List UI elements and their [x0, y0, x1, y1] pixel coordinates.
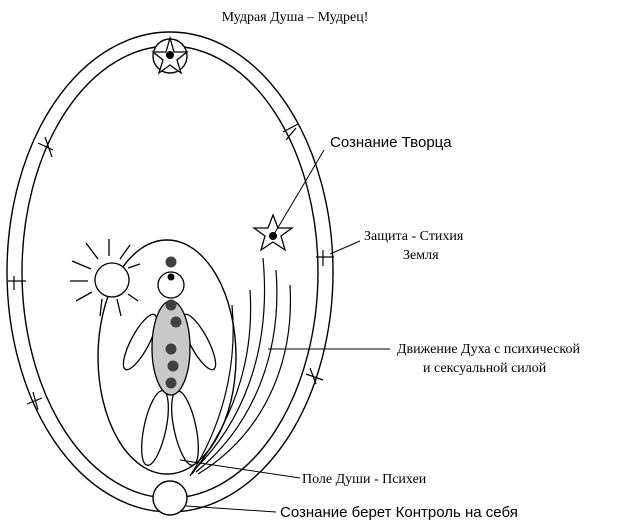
creator-label: Сознание Творца: [330, 134, 452, 151]
top-pentagram-dot: [166, 51, 174, 59]
root-dot: [165, 377, 177, 389]
sacral-dot: [167, 360, 179, 372]
spirit-movement-curves: [189, 257, 292, 477]
soul-field-ellipse: [97, 239, 237, 475]
heart-dot: [170, 316, 182, 328]
sun-icon: [70, 239, 141, 317]
left-arm: [122, 313, 158, 371]
title-label: Мудрая Душа – Мудрец!: [222, 10, 369, 25]
soul-field-label: Поле Души - Психеи: [302, 472, 427, 487]
crown-dot: [165, 256, 177, 268]
chakra-dots: [165, 256, 182, 389]
protection-label-line1: Защита - Стихия: [364, 229, 464, 244]
left-leg: [141, 390, 169, 466]
bottom-circle: [152, 480, 188, 516]
protection-label-line2: Земля: [403, 248, 439, 263]
spirit-label-line1: Движение Духа с психической: [397, 342, 580, 357]
ring-ticks: [8, 123, 334, 411]
figure-head: [157, 271, 185, 299]
third-eye-dot: [167, 273, 175, 281]
spirit-label-line2: и сексуальной силой: [423, 361, 547, 376]
solar-dot: [165, 343, 177, 355]
control-label: Сознание берет Контроль на себя: [280, 504, 518, 521]
leader-lines: [179, 149, 390, 513]
throat-dot: [165, 299, 177, 311]
right-leg: [171, 390, 199, 466]
